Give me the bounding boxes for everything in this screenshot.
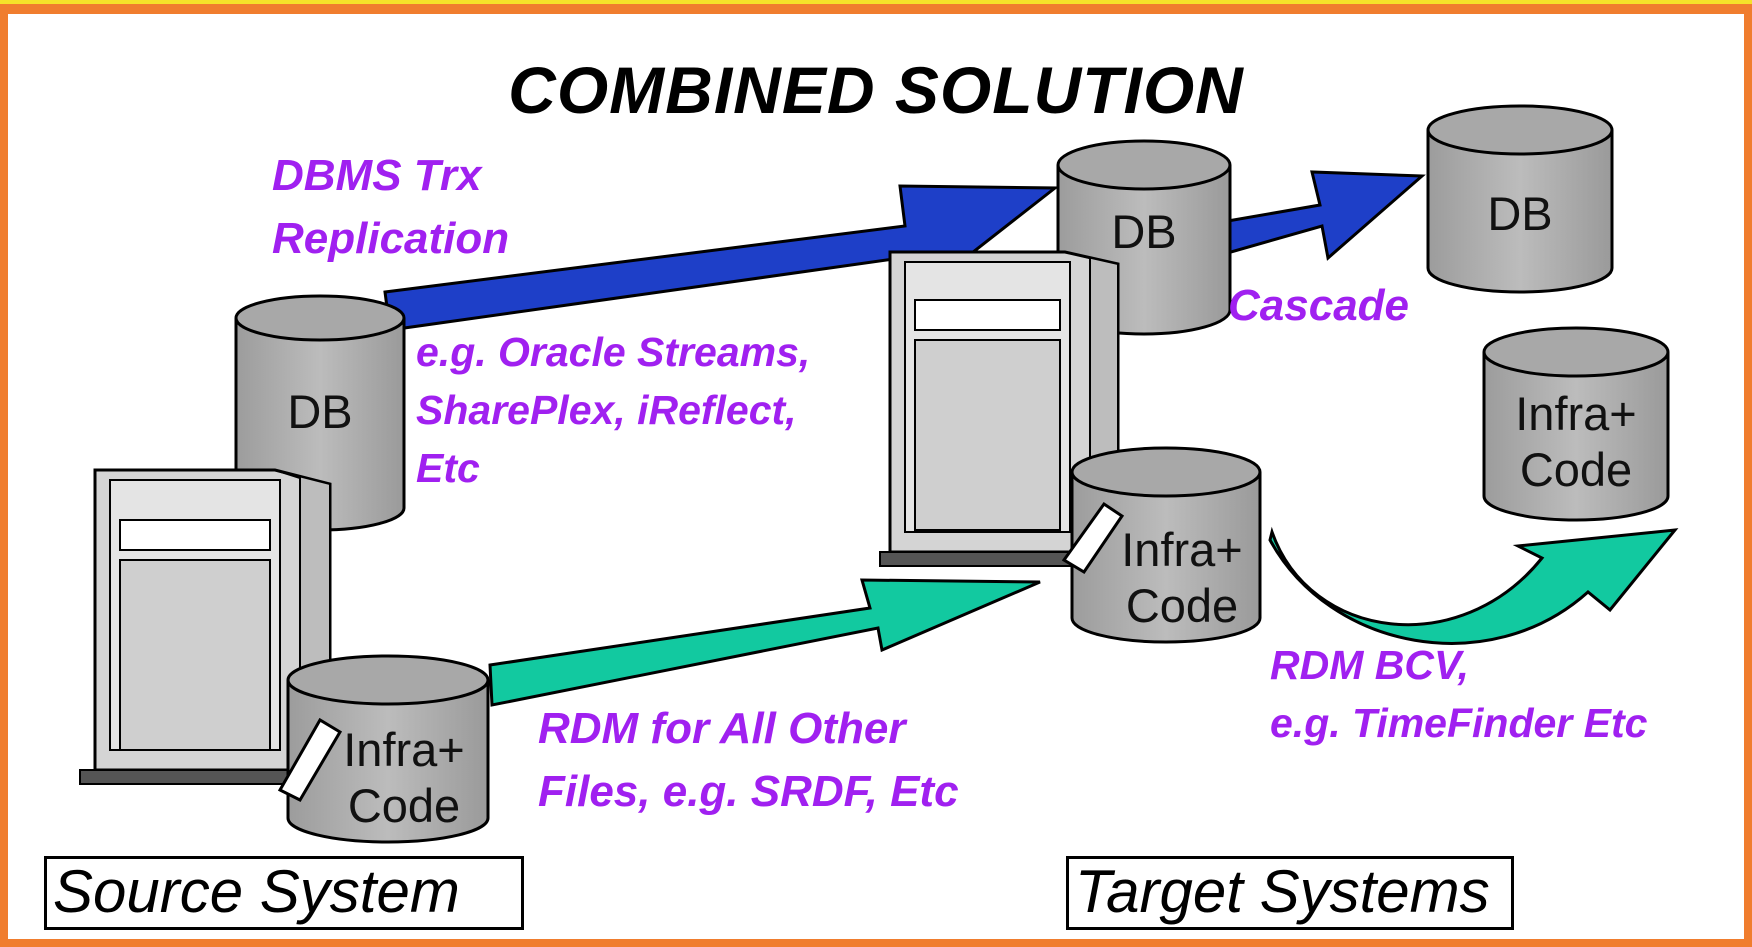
target-infra-text: Infra+ Code (1121, 523, 1243, 632)
target-infra-cylinder (1061, 446, 1262, 644)
cascade-db-cylinder (1426, 104, 1614, 294)
slide-top-bar (0, 0, 1752, 4)
cascade-arrow (1220, 170, 1426, 261)
source-system-box: Source System (44, 856, 524, 930)
slide-title: COMBINED SOLUTION (508, 53, 1244, 127)
streams-examples-label: e.g. Oracle Streams, SharePlex, iReflect… (416, 329, 811, 491)
rdm-bcv-label: RDM BCV, e.g. TimeFinder Etc (1270, 642, 1648, 746)
cascade-db-text: DB (1487, 187, 1553, 240)
source-infra-cylinder (277, 654, 490, 844)
bcv-curved-arrow (1268, 526, 1679, 645)
bcv-infra-cylinder (1482, 326, 1670, 522)
replication-arrow (383, 184, 1060, 332)
source-db-text: DB (287, 385, 353, 438)
target-systems-box: Target Systems (1066, 856, 1514, 930)
rdm-arrow (488, 578, 1041, 707)
cascade-label: Cascade (1228, 281, 1410, 330)
dbms-replication-label: DBMS Trx Replication (272, 151, 510, 263)
bcv-infra-text: Infra+ Code (1515, 387, 1637, 496)
source-infra-text: Infra+ Code (343, 723, 465, 832)
rdm-other-files-label: RDM for All Other Files, e.g. SRDF, Etc (538, 704, 959, 816)
target-db-text: DB (1111, 205, 1177, 258)
